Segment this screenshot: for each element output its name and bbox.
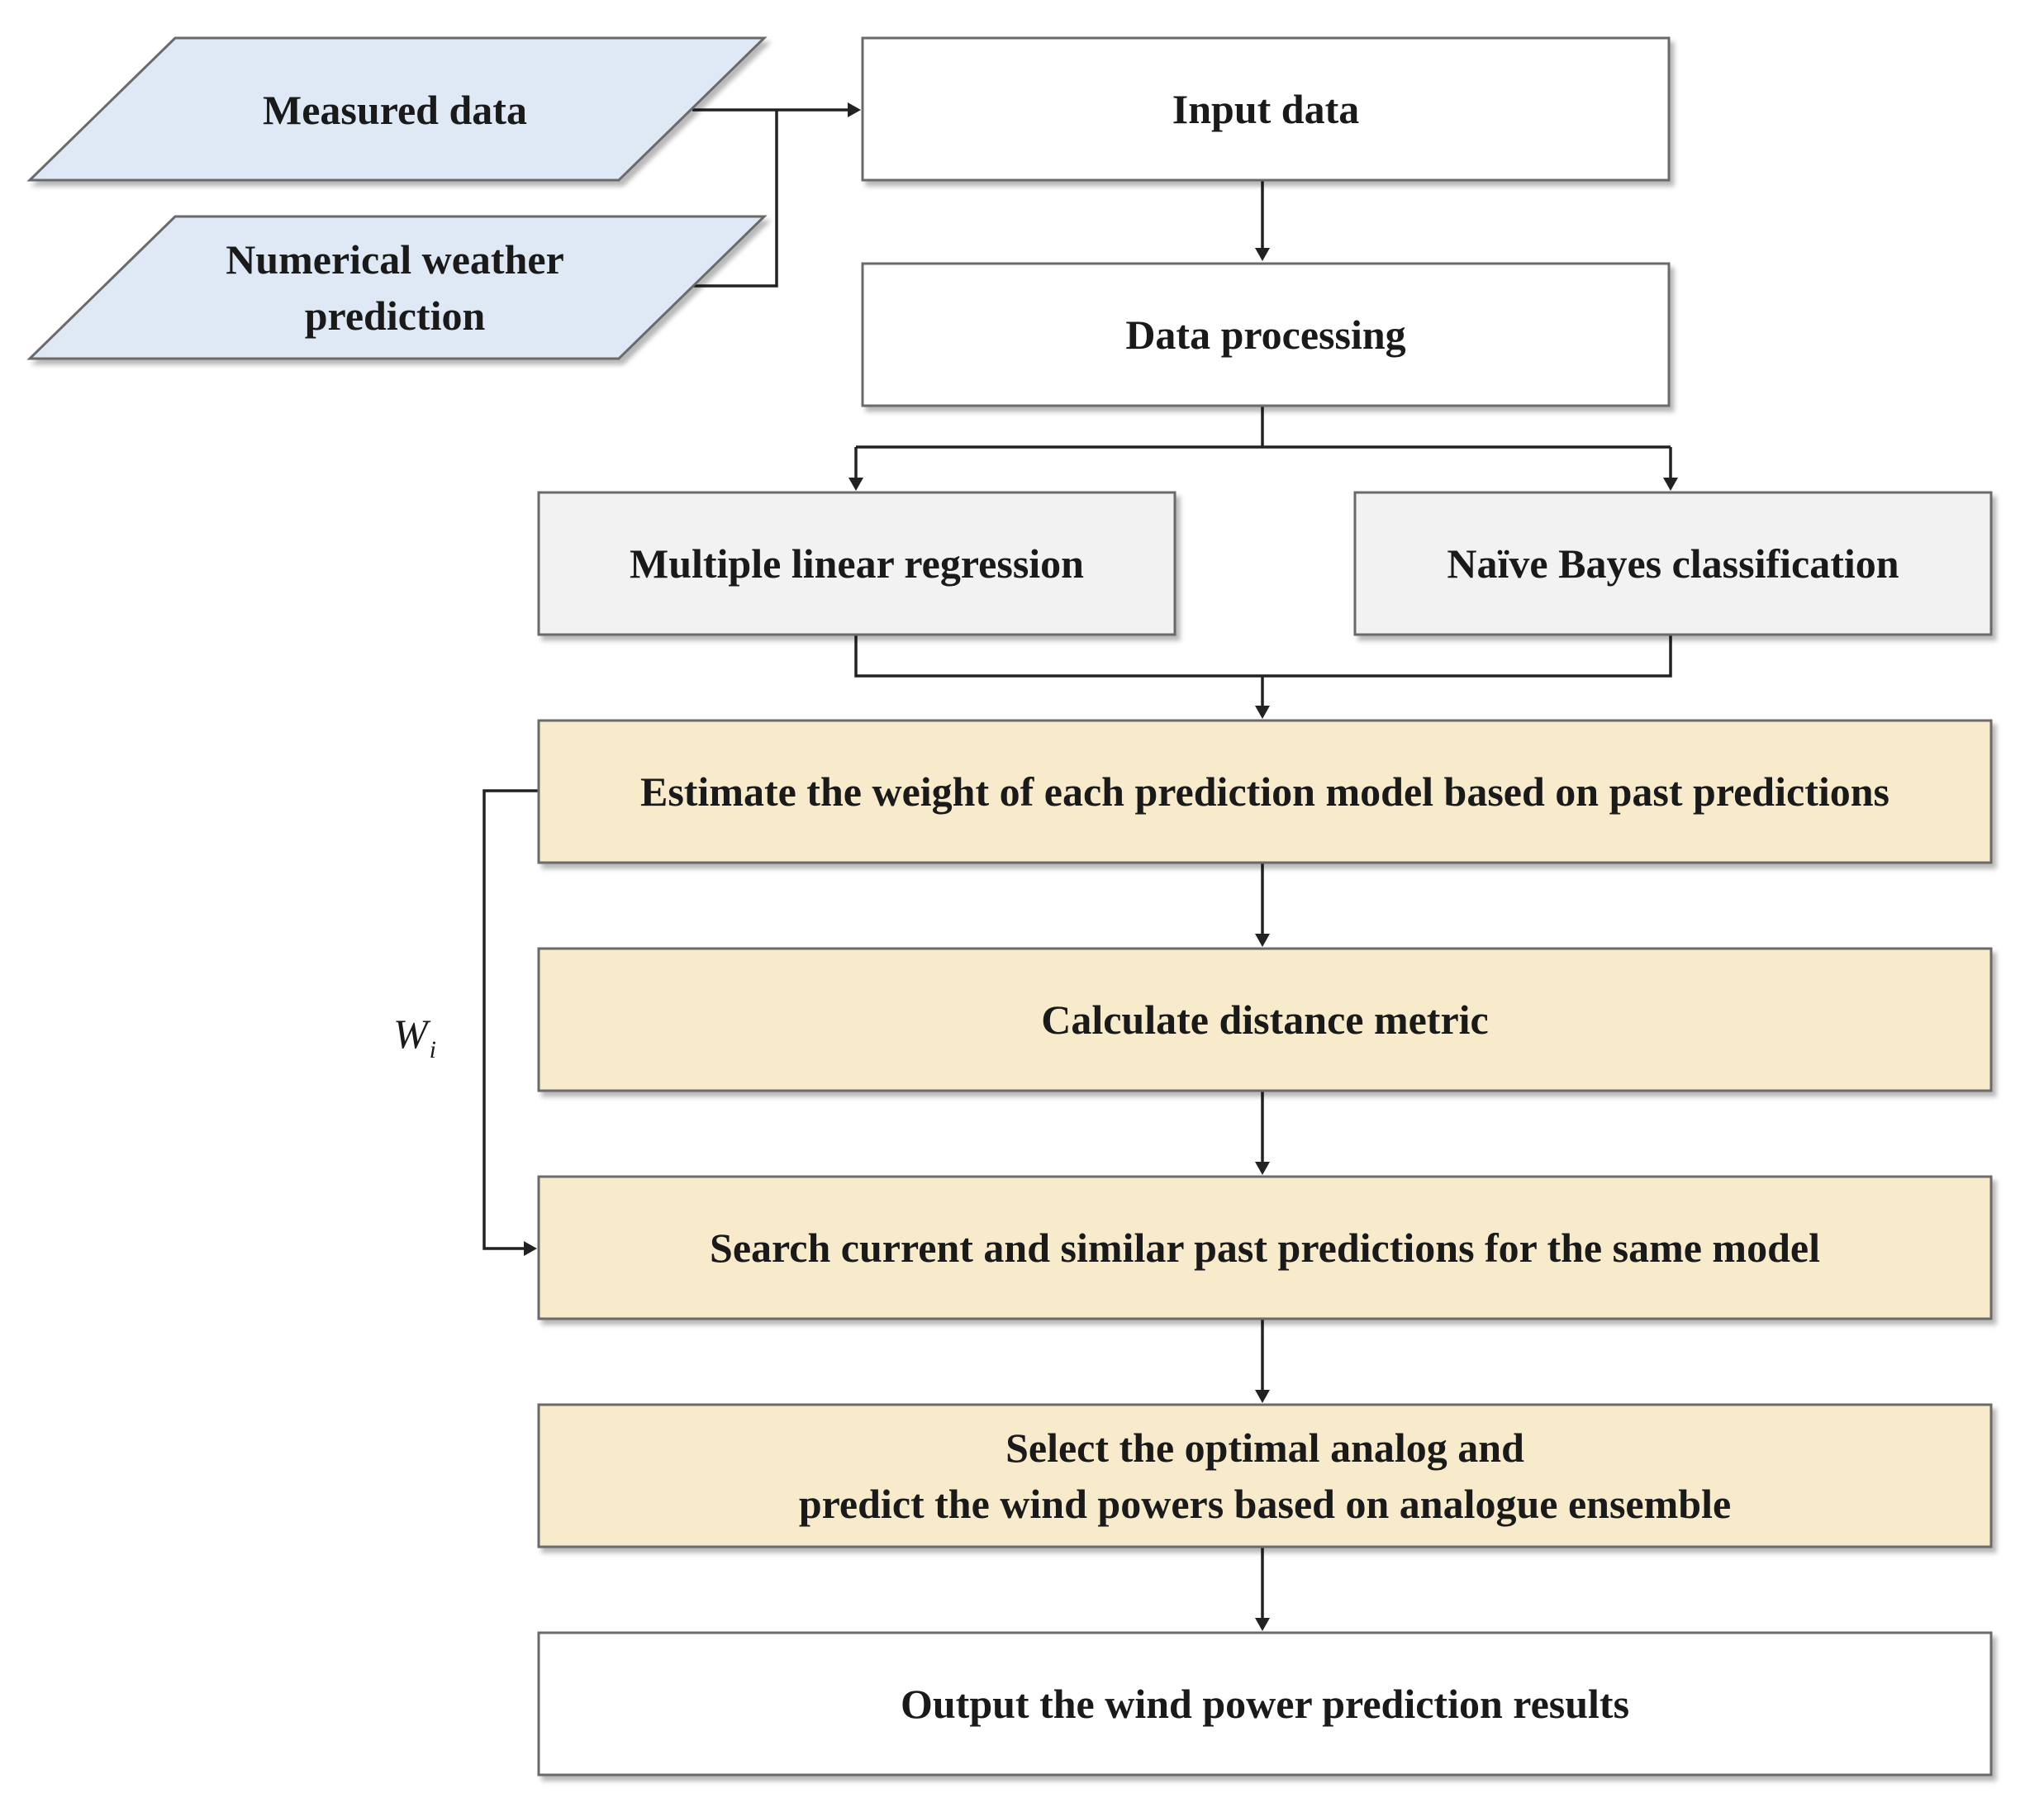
edge-models-merge [854, 635, 1672, 707]
node-mlr [537, 491, 1176, 636]
node-input-data [861, 36, 1671, 182]
arrowhead-processing [1255, 248, 1270, 261]
edge-nwp-to-input [692, 110, 778, 288]
arrowhead-weight-loop [524, 1241, 537, 1256]
arrowhead-select [1255, 1390, 1270, 1403]
label-line: Numerical weather [226, 236, 564, 283]
node-select-analog-label: Select the optimal analog and predict the… [799, 1425, 1731, 1527]
label-line: Measured data [263, 87, 527, 133]
label-line: Calculate distance metric [1041, 997, 1489, 1043]
arrowhead-nbc [1663, 478, 1678, 491]
node-mlr-label: Multiple linear regression [630, 540, 1084, 587]
edge-weight-loop [482, 789, 539, 1250]
label-line: Select the optimal analog and [1005, 1425, 1524, 1471]
arrowhead-output [1255, 1618, 1270, 1631]
node-select-analog [537, 1403, 1993, 1548]
label-line: Data processing [1125, 312, 1405, 358]
label-line: Estimate the weight of each prediction m… [640, 768, 1890, 815]
node-search-predictions-label: Search current and similar past predicti… [710, 1225, 1820, 1271]
connectors [482, 102, 1678, 1631]
node-nwp-label: Numerical weather prediction [226, 236, 564, 339]
node-estimate-weight-label: Estimate the weight of each prediction m… [640, 768, 1890, 815]
node-data-processing-label: Data processing [1125, 312, 1405, 358]
node-nbc-label: Naïve Bayes classification [1447, 540, 1899, 587]
weight-subscript: i [430, 1036, 436, 1063]
arrowhead-input [848, 102, 861, 117]
label-line: Naïve Bayes classification [1447, 540, 1899, 587]
node-calc-distance [537, 947, 1993, 1092]
label-line: prediction [305, 293, 486, 339]
node-measured-data [26, 36, 768, 182]
node-nbc [1353, 491, 1993, 636]
arrowhead-mlr [848, 478, 863, 491]
node-output-results [537, 1631, 1993, 1777]
node-estimate-weight [537, 719, 1993, 864]
label-line: Input data [1172, 86, 1360, 132]
label-line: Output the wind power prediction results [901, 1681, 1629, 1727]
label-line: Search current and similar past predicti… [710, 1225, 1820, 1271]
arrowhead-search [1255, 1162, 1270, 1175]
node-search-predictions [537, 1175, 1993, 1320]
arrowhead-estimate [1255, 706, 1270, 719]
label-line: predict the wind powers based on analogu… [799, 1481, 1731, 1527]
nodes: Measured data Numerical weather predictio… [26, 36, 1993, 1777]
node-nwp [26, 215, 768, 360]
node-output-results-label: Output the wind power prediction results [901, 1681, 1629, 1727]
label-line: Multiple linear regression [630, 540, 1084, 587]
node-measured-data-label: Measured data [263, 87, 527, 133]
weight-loop-label: Wi [393, 1011, 436, 1063]
edge-processing-split [854, 406, 1672, 479]
weight-symbol: W [393, 1011, 431, 1057]
node-input-data-label: Input data [1172, 86, 1360, 132]
node-calc-distance-label: Calculate distance metric [1041, 997, 1489, 1043]
node-data-processing [861, 262, 1671, 407]
arrowhead-calc [1255, 934, 1270, 947]
